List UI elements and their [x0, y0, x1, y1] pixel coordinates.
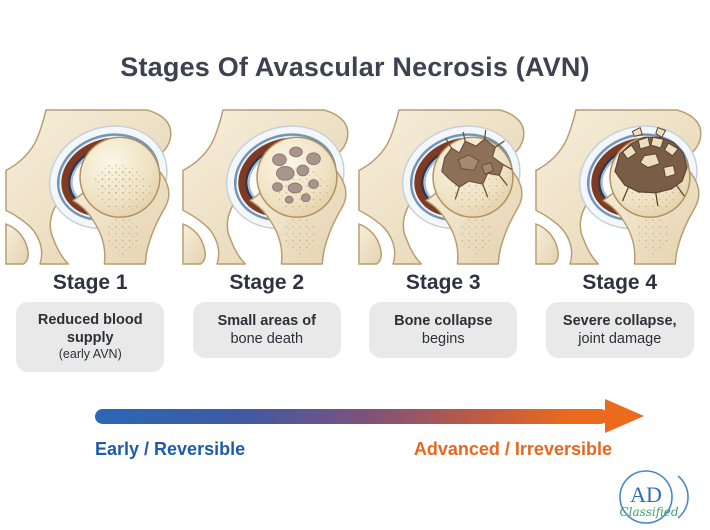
page-title: Stages Of Avascular Necrosis (AVN) — [120, 52, 590, 82]
stage-1-label: Stage 1 — [52, 271, 128, 294]
hip-joint-illustration-stage-1 — [5, 108, 176, 266]
stage-1-description-bold: Reduced blood supply — [37, 312, 143, 347]
stage-2-description-normal: bone death — [230, 330, 304, 347]
logo-circle — [619, 470, 673, 524]
progression-arrow-bar — [95, 409, 608, 424]
stage-1-description-card: Reduced blood supply (early AVN) — [16, 302, 165, 372]
stage-2-label: Stage 2 — [229, 271, 305, 294]
stage-4-label: Stage 4 — [582, 271, 658, 294]
logo-subtext: Classified — [619, 505, 678, 519]
stage-2-description-card: Small areas of bone death — [192, 302, 341, 358]
stage-panel-1: Stage 1 Reduced blood supply (early AVN) — [5, 108, 176, 372]
stage-panel-2: Stage 2 Small areas of bone death — [182, 108, 353, 372]
ad-classified-logo: AD Classified — [619, 470, 689, 524]
bone-death-patches — [271, 146, 321, 204]
stage-panel-3: Stage 3 Bone collapse begins — [358, 108, 529, 372]
stage-3-label: Stage 3 — [405, 271, 481, 294]
severe-collapse-cavity — [613, 127, 688, 207]
progression-arrowhead-icon — [605, 399, 644, 433]
advanced-irreversible-label: Advanced / Irreversible — [413, 439, 612, 459]
hip-joint-illustration-stage-4 — [535, 108, 706, 266]
hip-joint-illustration-stage-3 — [358, 108, 529, 266]
stage-3-description-bold: Bone collapse — [394, 312, 493, 329]
progression-arrow — [0, 399, 710, 441]
logo-monogram: AD — [630, 482, 662, 507]
logo-paren-arc — [677, 475, 689, 519]
stage-4-description-bold: Severe collapse, — [562, 312, 677, 329]
stages-row: Stage 1 Reduced blood supply (early AVN) — [5, 108, 705, 372]
early-reversible-label: Early / Reversible — [95, 439, 246, 459]
stage-panel-4: Stage 4 Severe collapse, joint damage — [535, 108, 706, 372]
stage-1-description-note: (early AVN) — [58, 347, 122, 362]
stage-4-description-normal: joint damage — [578, 330, 662, 347]
stage-3-description-card: Bone collapse begins — [369, 302, 518, 358]
progression-labels: Early / Reversible Advanced / Irreversib… — [0, 439, 710, 465]
stage-3-description-normal: begins — [421, 330, 465, 347]
stage-4-description-card: Severe collapse, joint damage — [545, 302, 694, 358]
hip-joint-illustration-stage-2 — [182, 108, 353, 266]
stage-2-description-bold: Small areas of — [217, 312, 316, 329]
bone-collapse-crater — [441, 129, 513, 200]
